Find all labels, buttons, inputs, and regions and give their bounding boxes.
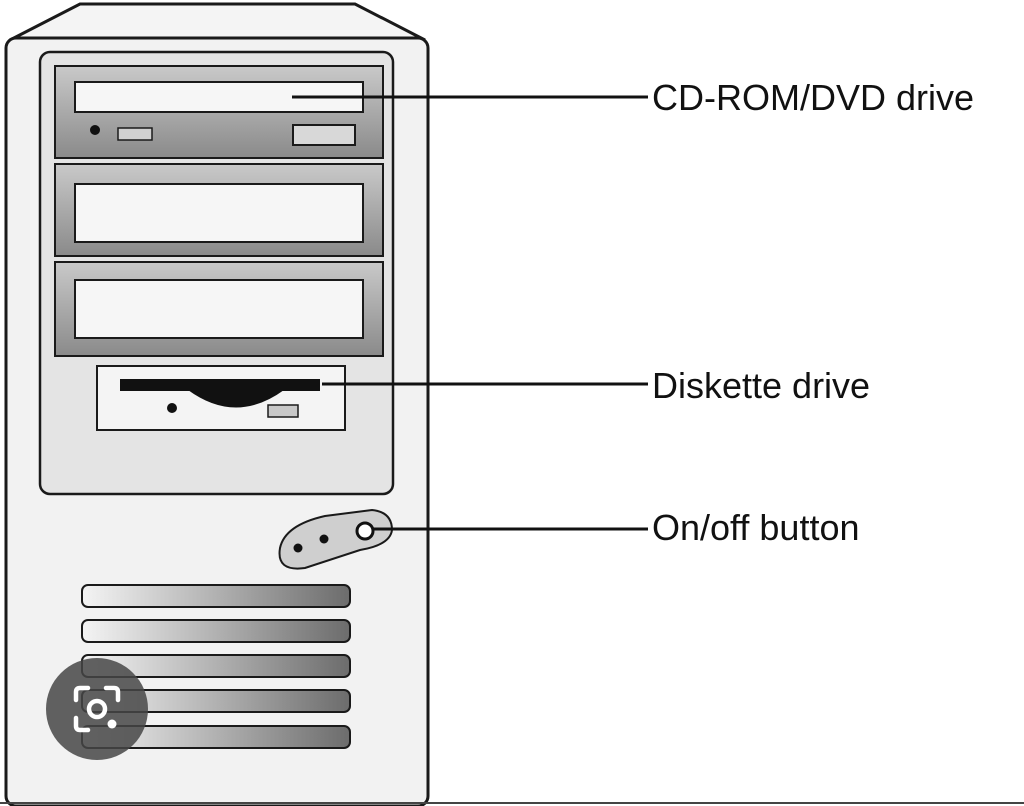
diskette-indicator — [167, 403, 177, 413]
power-button-label: On/off button — [652, 507, 860, 548]
cd-rom-indicator — [90, 125, 100, 135]
vent-slot — [81, 584, 351, 608]
power-led-2 — [319, 534, 329, 544]
case-top — [9, 2, 426, 42]
cd-rom-small-button — [117, 127, 153, 141]
diskette-label: Diskette drive — [652, 365, 871, 406]
vent-slot — [81, 619, 351, 643]
diskette-eject-button — [267, 404, 299, 418]
image-search-button[interactable] — [46, 658, 148, 760]
diskette-slot — [120, 379, 320, 391]
image-search-icon — [73, 685, 121, 733]
cd-rom-label: CD-ROM/DVD drive — [652, 77, 975, 118]
power-led-1 — [293, 543, 303, 553]
cd-rom-eject-button — [292, 124, 356, 146]
power-button — [355, 521, 375, 541]
drive-bay-2-cover — [74, 183, 364, 243]
diskette-slot-flap — [188, 390, 284, 408]
drive-bay-3-cover — [74, 279, 364, 339]
